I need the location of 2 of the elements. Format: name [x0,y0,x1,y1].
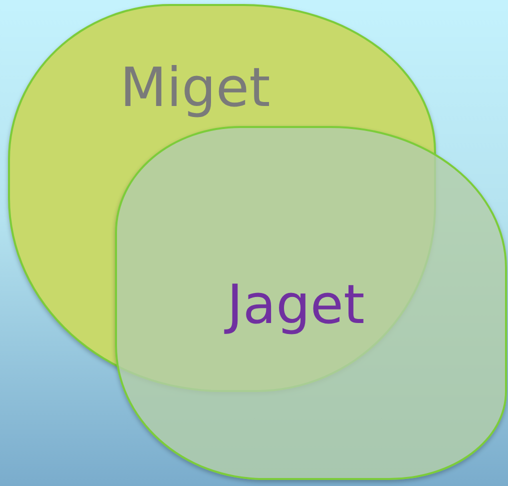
blob-label: Miget [120,56,270,119]
blob-shape [115,126,507,480]
